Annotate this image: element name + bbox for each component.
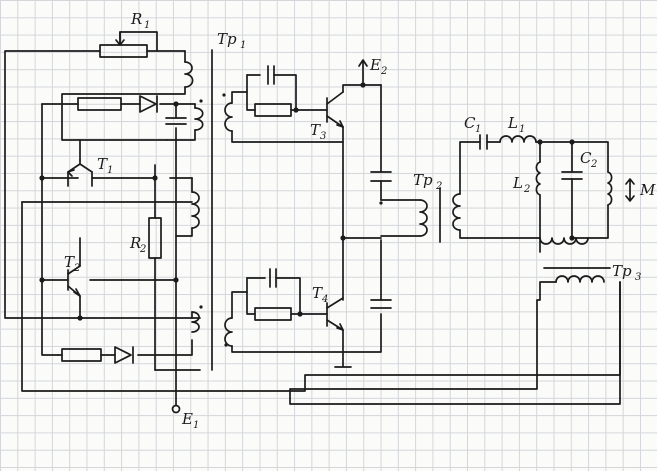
label-m: M — [639, 181, 656, 199]
labels: R 1 T 1 R 2 T 2 E 1 Tp 1 E 2 T 3 T 4 Tp … — [64, 10, 656, 431]
label-r2: R — [129, 234, 141, 252]
bottom-branch-resistor — [61, 348, 102, 362]
label-tp2: Tp — [413, 171, 433, 189]
svg-text:2: 2 — [139, 244, 146, 255]
svg-text:1: 1 — [144, 20, 150, 31]
t3-stage — [231, 59, 382, 301]
label-tp3: Tp — [612, 262, 632, 280]
top-capacitor — [165, 117, 187, 125]
bottom-diode — [114, 346, 134, 364]
tp2-stage — [340, 141, 541, 309]
top-diode — [139, 95, 158, 113]
svg-text:1: 1 — [193, 420, 199, 431]
r1-slider-arrow — [115, 31, 125, 46]
e1-terminal — [171, 404, 181, 414]
svg-text:4: 4 — [321, 294, 328, 305]
svg-text:2: 2 — [380, 66, 387, 77]
svg-text:2: 2 — [590, 159, 597, 170]
tp3-transformer — [289, 267, 621, 405]
r2-resistor — [148, 217, 162, 259]
label-l2: L — [512, 174, 523, 192]
label-c2: C — [580, 149, 592, 167]
label-r1: R — [130, 10, 142, 28]
tp1-transformer — [184, 49, 233, 371]
label-t3: T — [310, 121, 321, 139]
svg-text:1: 1 — [475, 124, 481, 135]
c1-capacitor — [479, 134, 488, 150]
svg-text:1: 1 — [240, 40, 246, 51]
t4-stage — [231, 268, 382, 368]
svg-text:2: 2 — [435, 181, 442, 192]
svg-text:1: 1 — [107, 165, 113, 176]
label-t4: T — [312, 284, 323, 302]
r1-resistor — [99, 44, 148, 58]
svg-text:2: 2 — [523, 184, 530, 195]
label-t2: T — [64, 253, 75, 271]
top-branch-resistor — [77, 97, 122, 111]
m-arrow — [625, 178, 635, 202]
label-e2: E — [369, 56, 381, 74]
label-e1: E — [181, 410, 193, 428]
label-l1: L — [507, 114, 518, 132]
output-network — [479, 134, 635, 253]
svg-text:2: 2 — [73, 263, 80, 274]
label-c1: C — [464, 114, 476, 132]
svg-text:1: 1 — [519, 124, 525, 135]
label-t1: T — [97, 155, 108, 173]
t1-transistor — [67, 159, 93, 187]
svg-text:3: 3 — [320, 131, 326, 142]
label-tp1: Tp — [217, 30, 237, 48]
t2-transistor — [67, 265, 81, 297]
svg-text:3: 3 — [635, 272, 641, 283]
